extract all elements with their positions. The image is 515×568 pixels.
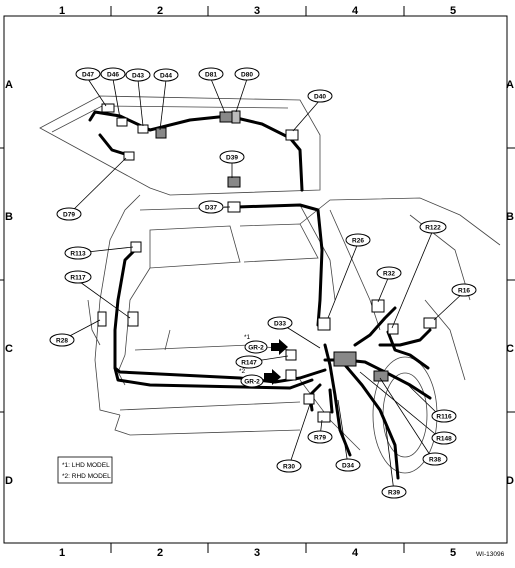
callout-d44: D44: [160, 73, 172, 80]
grid-col-4-bottom: 4: [352, 547, 359, 559]
callout-gr2-rhd: GR-2: [244, 379, 260, 386]
callout-d46: D46: [107, 72, 119, 79]
callout-r147: R147: [241, 360, 257, 367]
grid-col-4-top: 4: [352, 5, 359, 17]
callout-r122: R122: [425, 225, 441, 232]
callout-gr2-lhd: GR-2: [248, 345, 264, 352]
legend-lhd: *1: LHD MODEL: [62, 462, 110, 469]
callout-r116: R116: [436, 414, 452, 421]
figure-id: WI-13096: [476, 551, 505, 558]
callout-r117: R117: [70, 275, 86, 282]
grid-row-a-right: A: [506, 79, 514, 91]
grid-row-b-right: B: [506, 211, 514, 223]
callout-r148: R148: [436, 436, 452, 443]
grid-col-5-top: 5: [450, 5, 456, 17]
callout-r32: R32: [383, 271, 395, 278]
mark-star1: *1: [244, 334, 251, 341]
callout-d43: D43: [132, 73, 144, 80]
harness: [88, 110, 432, 480]
vehicle-body: [39, 95, 501, 474]
grid-col-5-bottom: 5: [450, 547, 456, 559]
callout-r39: R39: [388, 490, 400, 497]
grid-ticks: [0, 6, 515, 553]
mark-star2: *2: [239, 368, 246, 375]
grid-col-2-bottom: 2: [157, 547, 163, 559]
callout-r28: R28: [56, 338, 68, 345]
arrow-icon: [264, 369, 281, 385]
callout-r26: R26: [352, 238, 364, 245]
grid-col-2-top: 2: [157, 5, 163, 17]
grid-row-a-left: A: [5, 79, 13, 91]
callout-d79: D79: [63, 212, 75, 219]
callout-r30: R30: [283, 464, 295, 471]
connector-main-block: [333, 351, 357, 367]
connectors: [155, 110, 389, 382]
grid-row-d-left: D: [5, 475, 13, 487]
gr2-arrows: [264, 339, 288, 385]
connector-d80: [231, 110, 241, 124]
small-connectors: [97, 103, 437, 423]
grid-col-1-top: 1: [59, 5, 65, 17]
legend-rhd: *2: RHD MODEL: [62, 473, 111, 480]
callout-d81: D81: [205, 72, 217, 79]
connector-r38: [373, 370, 389, 382]
connector-d39: [227, 176, 241, 188]
grid-row-c-left: C: [5, 343, 13, 355]
callout-d47: D47: [82, 72, 94, 79]
leader-lines: [61, 78, 465, 493]
callout-d80: D80: [241, 72, 253, 79]
callout-r113: R113: [70, 251, 86, 258]
legend-box: [57, 456, 113, 484]
callout-d33: D33: [274, 321, 286, 328]
grid-col-3-bottom: 3: [254, 547, 260, 559]
connector-d44: [155, 127, 167, 139]
grid-row-c-right: C: [506, 343, 514, 355]
callout-r16: R16: [458, 288, 470, 295]
grid-row-b-left: B: [5, 211, 13, 223]
grid-col-1-bottom: 1: [59, 547, 65, 559]
grid-col-3-top: 3: [254, 5, 260, 17]
callout-ovals: [49, 67, 477, 499]
callout-r79: R79: [314, 435, 326, 442]
callout-d39: D39: [226, 155, 238, 162]
callout-d37: D37: [205, 205, 217, 212]
callout-d34: D34: [342, 463, 354, 470]
arrow-icon: [271, 339, 288, 355]
callout-r38: R38: [429, 457, 441, 464]
callout-d40: D40: [314, 94, 326, 101]
grid-row-d-right: D: [506, 475, 514, 487]
